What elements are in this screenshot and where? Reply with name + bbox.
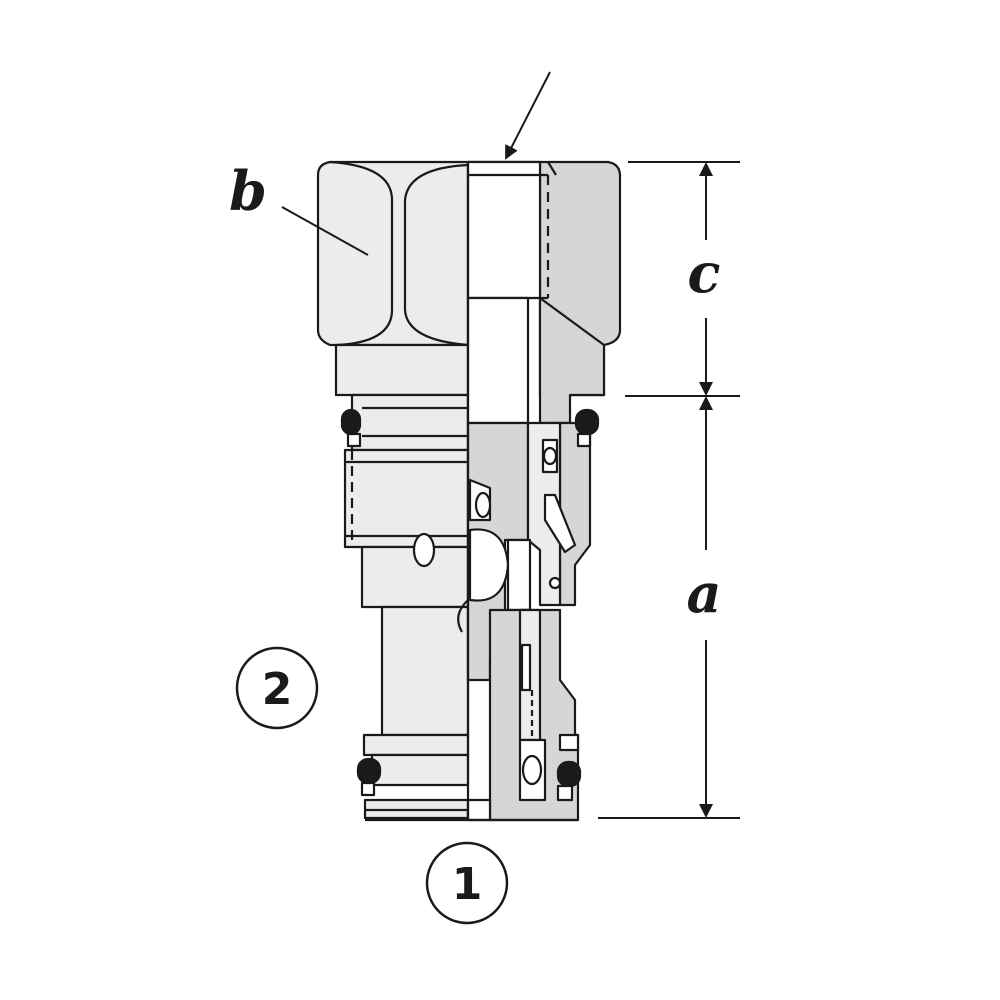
- dimension-lines: [281, 71, 740, 819]
- valve-body: [316, 160, 622, 822]
- port-2-circle: [235, 646, 319, 730]
- nut-inner-thread: [466, 160, 542, 300]
- port-2-marker: 2: [235, 646, 319, 730]
- dim-label-b: b: [229, 159, 267, 223]
- o-ring-upper-right: [574, 408, 600, 436]
- hex-flat-left: [329, 160, 394, 347]
- dim-label-c: c: [688, 241, 721, 305]
- spring-rod: [520, 643, 532, 692]
- port-1-circle: [425, 841, 509, 925]
- mid-body-left: [343, 448, 470, 549]
- bottom-groove-left: [370, 753, 470, 787]
- stem-left: [380, 605, 470, 737]
- leader-b: [281, 206, 369, 256]
- dim-label-a: a: [687, 561, 722, 625]
- port-1-label: 1: [452, 859, 483, 910]
- cross-port-left: [412, 532, 436, 568]
- adjust-pointer-arrow: [505, 71, 551, 160]
- nut-collar-left: [334, 343, 470, 397]
- port-2-label: 2: [262, 664, 293, 715]
- bottom-land-left: [362, 733, 470, 757]
- o-ring-lower-right: [556, 760, 582, 788]
- o-ring-lower-left: [356, 757, 382, 785]
- port-1-marker: 1: [425, 841, 509, 925]
- o-ring-upper-left: [340, 408, 362, 436]
- bottom-port-opening: [466, 798, 492, 822]
- hex-flat-right: [403, 163, 469, 347]
- upper-land-left: [350, 393, 470, 452]
- central-bore: [466, 296, 530, 425]
